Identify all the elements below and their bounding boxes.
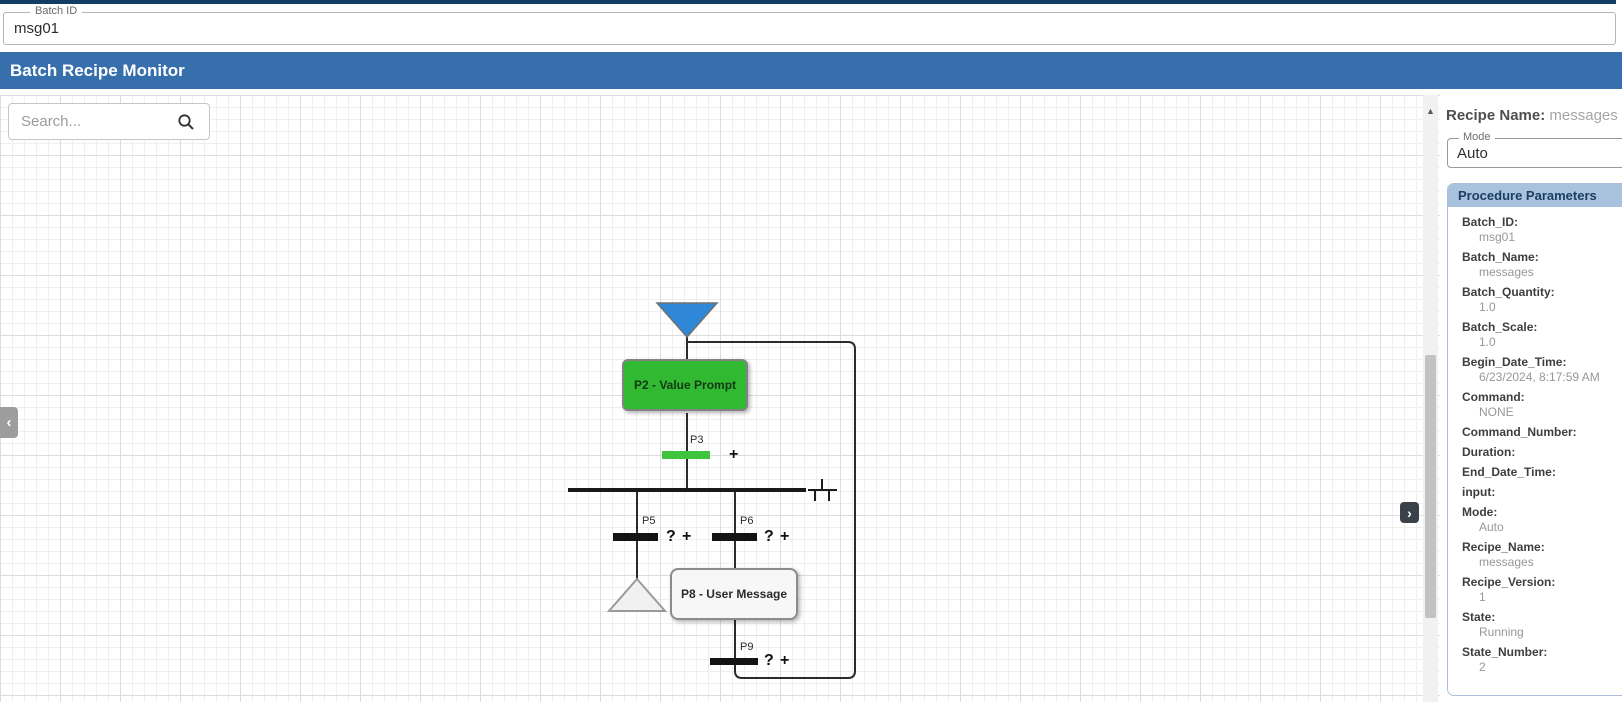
batch-id-field-label: Batch ID bbox=[30, 5, 83, 17]
parameters-list: Batch_ID: msg01 Batch_Name: messages Bat… bbox=[1448, 207, 1622, 675]
parameter-name: Recipe_Version: bbox=[1462, 575, 1556, 589]
recipe-name-value: messages bbox=[1549, 107, 1618, 124]
page-title: Batch Recipe Monitor bbox=[10, 61, 185, 80]
parameter-row: Batch_Name: messages bbox=[1462, 249, 1622, 280]
parameter-row: Batch_Scale: 1.0 bbox=[1462, 319, 1622, 350]
parameter-value: Running bbox=[1479, 625, 1524, 639]
parameter-name: State: bbox=[1462, 610, 1496, 624]
parameter-name: Mode: bbox=[1462, 505, 1498, 519]
sfc-loop-path bbox=[687, 341, 856, 679]
parameter-value: 2 bbox=[1479, 660, 1486, 674]
batch-id-field: Batch ID bbox=[3, 5, 1616, 45]
main-area: P2 - Value Prompt P8 - User Message P3 +… bbox=[0, 95, 1622, 702]
scroll-up-icon[interactable]: ▲ bbox=[1426, 106, 1435, 116]
transition-p5-query-icon[interactable]: ? bbox=[666, 528, 676, 545]
mode-field-label: Mode bbox=[1459, 131, 1495, 143]
procedure-parameters-header: Procedure Parameters bbox=[1448, 184, 1622, 207]
parameter-row: Mode: Auto bbox=[1462, 504, 1622, 535]
parallel-sync-icon[interactable] bbox=[808, 479, 837, 501]
parameter-row: Duration: bbox=[1462, 444, 1622, 460]
canvas-vertical-scrollbar[interactable]: ▲ bbox=[1423, 95, 1438, 702]
transition-p6-plus-icon[interactable]: + bbox=[780, 528, 790, 545]
parameter-name: Batch_Name: bbox=[1462, 250, 1539, 264]
scrollbar-thumb[interactable] bbox=[1425, 355, 1436, 618]
step-p8-label: P8 - User Message bbox=[680, 587, 788, 601]
recipe-name-label: Recipe Name: bbox=[1446, 107, 1546, 124]
transition-p3-bar[interactable] bbox=[662, 451, 710, 459]
transition-p9-query-icon[interactable]: ? bbox=[764, 652, 774, 669]
transition-p6-label: P6 bbox=[740, 515, 754, 527]
app-header: Batch Recipe Monitor bbox=[0, 52, 1622, 89]
collapse-left-panel-button[interactable]: ‹ bbox=[0, 407, 18, 438]
transition-p6-bar[interactable] bbox=[712, 533, 757, 541]
expand-right-panel-button[interactable]: › bbox=[1400, 502, 1419, 523]
chevron-right-icon: › bbox=[1407, 504, 1412, 521]
parallel-divergence-bar[interactable] bbox=[568, 488, 806, 492]
parameter-name: Duration: bbox=[1462, 445, 1516, 459]
window-top-accent-strip bbox=[0, 0, 1616, 4]
parameter-name: Begin_Date_Time: bbox=[1462, 355, 1567, 369]
parameter-value: messages bbox=[1479, 555, 1534, 569]
parameter-value: 6/23/2024, 8:17:59 AM bbox=[1479, 370, 1600, 384]
parameter-row: Begin_Date_Time: 6/23/2024, 8:17:59 AM bbox=[1462, 354, 1622, 385]
parameter-row: End_Date_Time: bbox=[1462, 464, 1622, 480]
parameter-name: Command: bbox=[1462, 390, 1525, 404]
parameter-name: Command_Number: bbox=[1462, 425, 1577, 439]
parameter-value: NONE bbox=[1479, 405, 1514, 419]
transition-p3-label: P3 bbox=[690, 434, 704, 446]
parameter-row: Batch_Quantity: 1.0 bbox=[1462, 284, 1622, 315]
parameter-value: 1.0 bbox=[1479, 300, 1496, 314]
parameter-row: Batch_ID: msg01 bbox=[1462, 214, 1622, 245]
parameter-row: input: bbox=[1462, 484, 1622, 500]
parameter-name: Batch_Quantity: bbox=[1462, 285, 1555, 299]
transition-p6-query-icon[interactable]: ? bbox=[764, 528, 774, 545]
transition-p5-plus-icon[interactable]: + bbox=[682, 528, 692, 545]
parameter-value: 1 bbox=[1479, 590, 1486, 604]
parameter-value: 1.0 bbox=[1479, 335, 1496, 349]
parameter-name: Batch_ID: bbox=[1462, 215, 1519, 229]
parameter-name: input: bbox=[1462, 485, 1496, 499]
mode-field: Mode bbox=[1447, 131, 1622, 168]
transition-p3-plus-icon[interactable]: + bbox=[729, 446, 739, 463]
transition-p5-label: P5 bbox=[642, 515, 656, 527]
step-p8[interactable]: P8 - User Message bbox=[670, 568, 798, 620]
chevron-left-icon: ‹ bbox=[6, 414, 12, 431]
parameter-value: Auto bbox=[1479, 520, 1504, 534]
parameter-name: End_Date_Time: bbox=[1462, 465, 1556, 479]
batch-id-input[interactable] bbox=[4, 13, 1615, 44]
transition-p9-label: P9 bbox=[740, 641, 754, 653]
parameter-row: State: Running bbox=[1462, 609, 1622, 640]
recipe-name-row: Recipe Name: messages bbox=[1446, 107, 1618, 124]
parameter-row: Recipe_Version: 1 bbox=[1462, 574, 1622, 605]
parameter-name: Batch_Scale: bbox=[1462, 320, 1538, 334]
transition-p9-plus-icon[interactable]: + bbox=[780, 652, 790, 669]
search-input[interactable] bbox=[9, 104, 179, 139]
parameter-row: Command: NONE bbox=[1462, 389, 1622, 420]
parameter-row: State_Number: 2 bbox=[1462, 644, 1622, 675]
mode-input[interactable] bbox=[1448, 139, 1622, 167]
transition-p9-bar[interactable] bbox=[710, 658, 758, 665]
parameter-row: Recipe_Name: messages bbox=[1462, 539, 1622, 570]
parameter-row: Command_Number: bbox=[1462, 424, 1622, 440]
parameter-value: messages bbox=[1479, 265, 1534, 279]
recipe-info-panel: Recipe Name: messages Mode Procedure Par… bbox=[1440, 95, 1622, 702]
end-terminator[interactable] bbox=[606, 577, 668, 612]
search-icon[interactable] bbox=[177, 113, 195, 131]
step-p2[interactable]: P2 - Value Prompt bbox=[622, 359, 748, 411]
transition-p5-bar[interactable] bbox=[613, 533, 658, 541]
procedure-parameters-box: Procedure Parameters Batch_ID: msg01 Bat… bbox=[1447, 183, 1622, 696]
sfc-diagram bbox=[568, 302, 856, 679]
search-box bbox=[8, 103, 210, 140]
parameter-name: State_Number: bbox=[1462, 645, 1548, 659]
initial-step-marker[interactable] bbox=[655, 302, 719, 339]
step-p2-label: P2 - Value Prompt bbox=[633, 378, 737, 392]
sfc-connector-lines bbox=[636, 336, 736, 658]
sfc-canvas[interactable]: P2 - Value Prompt P8 - User Message P3 +… bbox=[0, 95, 1440, 702]
parameter-value: msg01 bbox=[1479, 230, 1516, 244]
parameter-name: Recipe_Name: bbox=[1462, 540, 1545, 554]
